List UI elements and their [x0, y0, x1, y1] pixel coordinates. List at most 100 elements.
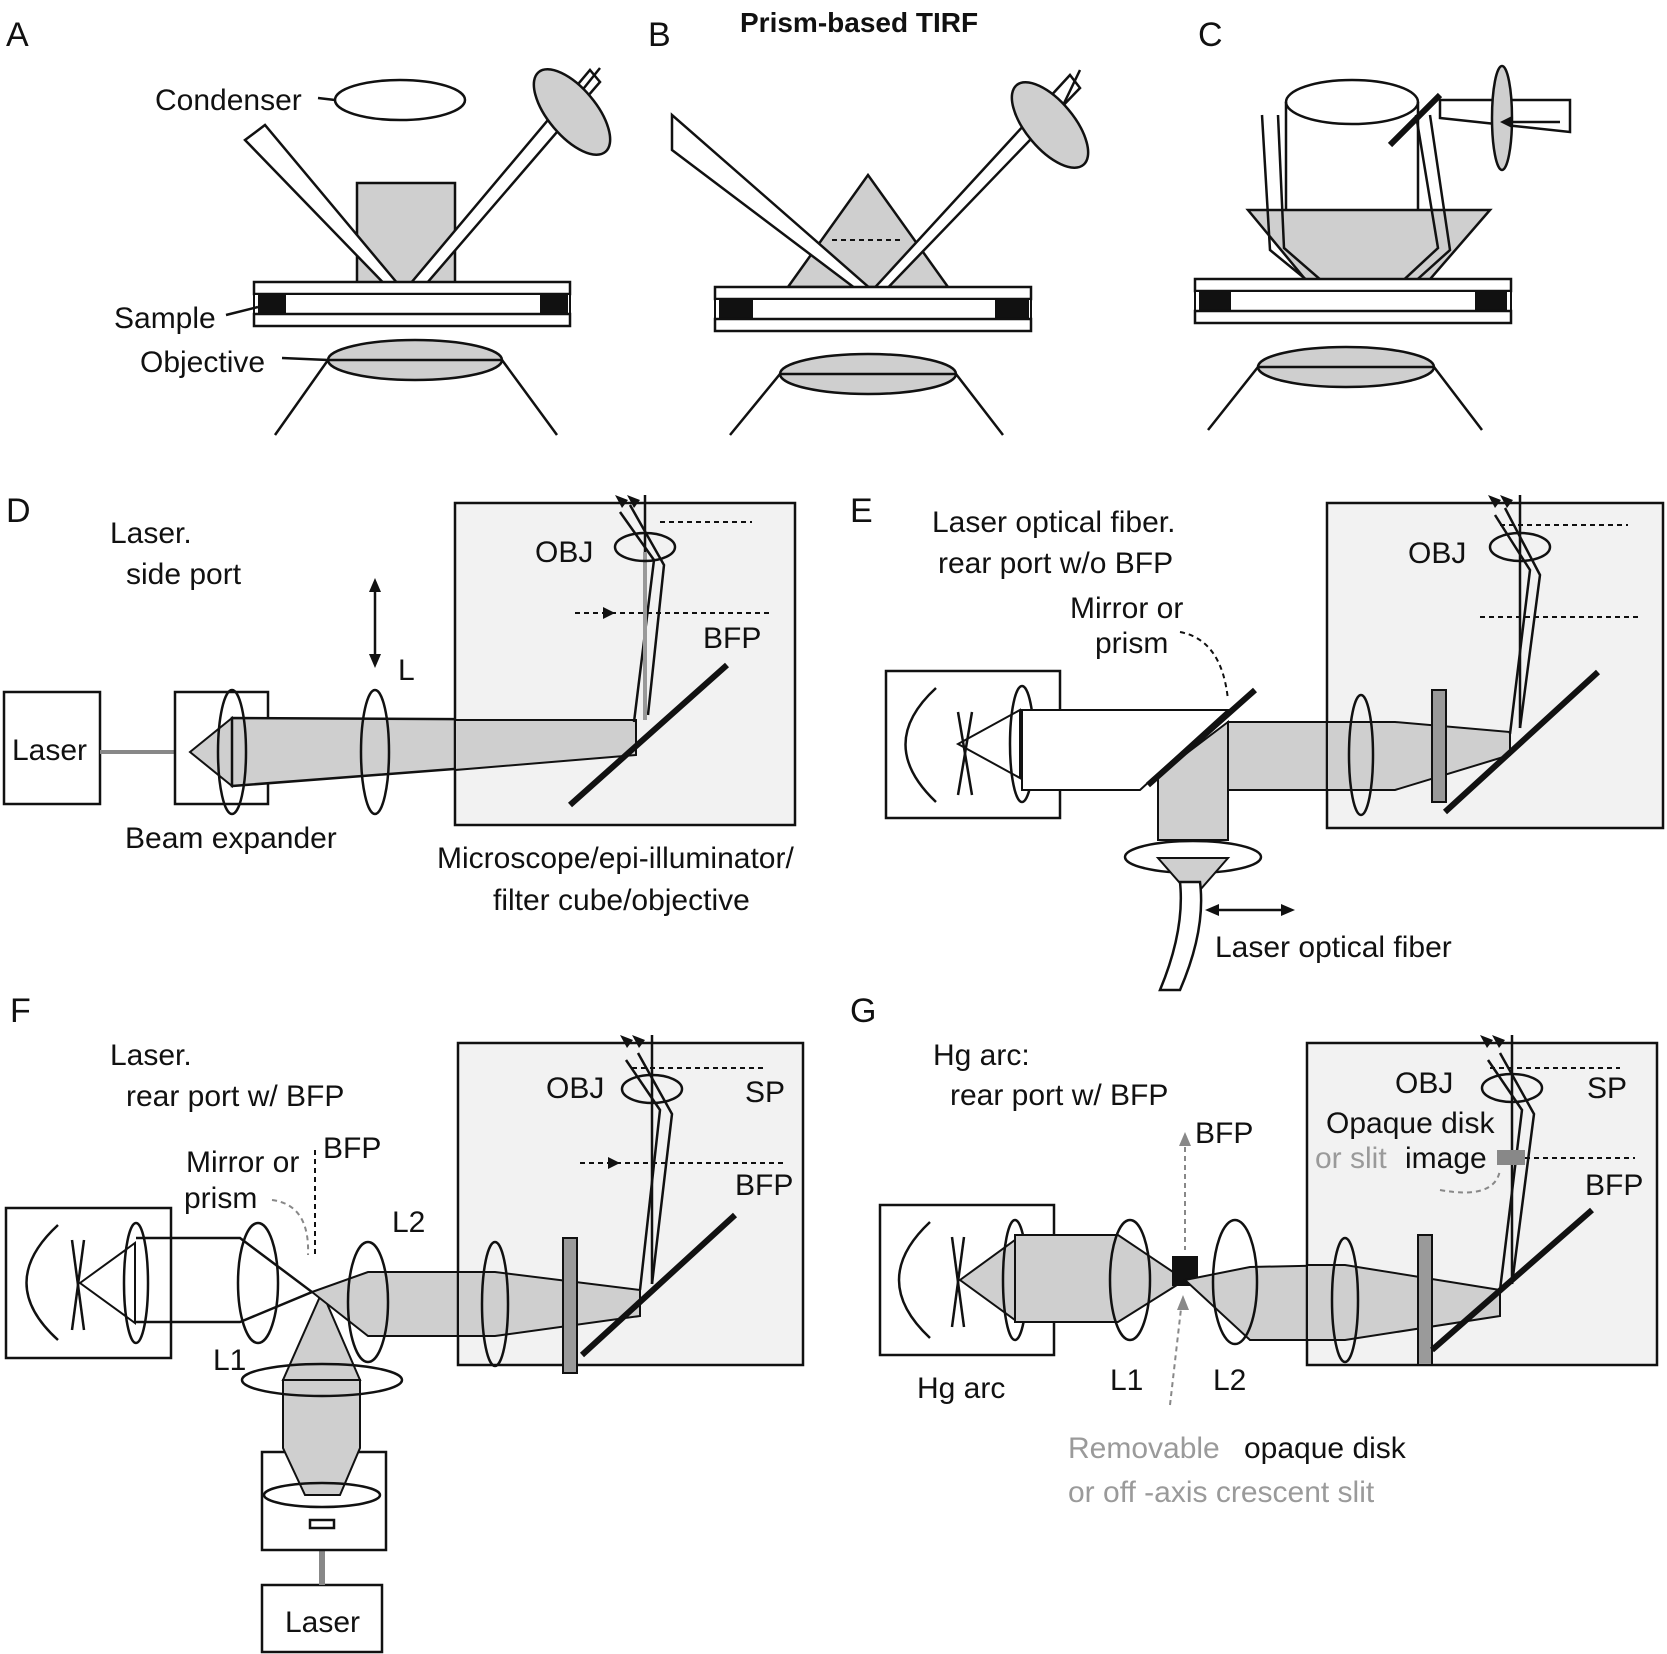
panel-e-source-cone [955, 708, 1021, 780]
panel-a-prism-block [355, 181, 457, 292]
panel-a-sample-label: Sample [114, 302, 216, 335]
panel-e-collimated-beam [1021, 709, 1231, 791]
panel-e-fiber-move-left [1205, 904, 1219, 916]
panel-g-field-lens [1330, 1236, 1360, 1364]
panel-a-condenser-label: Condenser [155, 84, 302, 117]
panel-f-laser-cone [281, 1289, 362, 1381]
panel-e-source-x2 [956, 711, 974, 796]
panel-b-triangle-prism [785, 172, 951, 289]
panel-e-exit-arrow-2 [1500, 495, 1513, 508]
panel-c-arrow-head [1500, 116, 1512, 128]
panel-c-objective-body [1207, 365, 1483, 431]
panel-g-beam-up [1486, 1059, 1524, 1291]
panel-b-spacer-right [995, 300, 1029, 318]
panel-e-heading-line1: Laser optical fiber. [932, 506, 1175, 539]
panel-g-crescent-label: or off -axis crescent slit [1068, 1476, 1375, 1509]
panel-g-lens-l2 [1211, 1218, 1259, 1346]
panel-e-fiber-label: Laser optical fiber [1215, 931, 1452, 964]
panel-f-lens-l2 [346, 1240, 390, 1364]
panel-g-l1-label: L1 [1110, 1364, 1143, 1397]
panel-e-letter: E [850, 492, 873, 530]
panel-a-sample-leader [225, 305, 259, 317]
panel-e-source-reflector [904, 687, 937, 803]
panel-f-bfp-top-label: BFP [323, 1132, 381, 1165]
panel-d-obj-label: OBJ [535, 536, 593, 569]
panel-f-collimator-lens [122, 1221, 150, 1345]
panel-g-opaque-disk-label: opaque disk [1244, 1432, 1407, 1465]
panel-f-l1-label: L1 [213, 1344, 246, 1377]
panel-c-bottom-slide [1193, 309, 1513, 325]
panel-g-obj-label: OBJ [1395, 1067, 1453, 1100]
panel-g-source-x2 [950, 1236, 966, 1328]
panel-f-heading-line2: rear port w/ BFP [126, 1080, 344, 1113]
panel-c-spacer-left [1199, 292, 1231, 310]
panel-d-letter: D [6, 492, 31, 530]
panel-g-filter [1417, 1234, 1433, 1366]
panel-a-spacer-right [540, 295, 568, 313]
panel-g-removable-label: Removable [1068, 1432, 1220, 1465]
panel-d-laser-box [2, 690, 102, 806]
panel-e-mirror-leader [1179, 631, 1229, 701]
panel-a-spacer-left [258, 295, 286, 313]
panel-d-lens-l-label: L [398, 654, 415, 687]
panel-d-microscope-box [453, 501, 797, 827]
panel-b-left-beam [670, 112, 874, 300]
panel-c-sample-chamber [1194, 290, 1512, 312]
panel-e-fiber-branch [1157, 719, 1229, 841]
panel-b-sample-chamber [714, 298, 1032, 320]
panel-a-sample-chamber [253, 293, 571, 315]
panel-d-beam-expander-label: Beam expander [125, 822, 337, 855]
panel-a-condenser-lens [333, 78, 467, 122]
panel-f-beam-in-scope [457, 1271, 641, 1337]
panel-d-bfp-label: BFP [703, 622, 761, 655]
panel-e-fiber [1158, 880, 1203, 992]
panel-d-exit-arrow-2 [627, 495, 640, 508]
panel-g-bfp-top-arrow [1179, 1132, 1191, 1146]
panel-c-condenser-lens [1284, 78, 1420, 126]
panel-f-laser-label: Laser [285, 1606, 360, 1639]
panel-g-collimated-beam [1014, 1234, 1187, 1323]
panel-g-objective [1480, 1072, 1544, 1104]
panel-b-top-slide [713, 285, 1033, 301]
panel-g-bfp-top-label: BFP [1195, 1117, 1253, 1150]
panel-b-spacer-left [719, 300, 753, 318]
panel-e-fiber-cone [1155, 857, 1231, 900]
panel-f-expander-lens [262, 1481, 382, 1509]
panel-e-dichroic-mirror [1442, 669, 1601, 815]
panel-g-letter: G [850, 992, 876, 1030]
panel-b-objective-body [729, 372, 1004, 436]
panel-g-image-leader [1439, 1169, 1501, 1194]
panel-e-obj-label: OBJ [1408, 537, 1466, 570]
panel-a-top-slide [252, 280, 572, 296]
panel-b-letter: B [648, 16, 671, 54]
panel-d-beam-up-2 [628, 504, 666, 716]
panel-e-mirror-line1: Mirror or [1070, 592, 1183, 625]
panel-g-heading-line1: Hg arc: [933, 1039, 1030, 1072]
panel-d-exit-arrow-1 [615, 495, 628, 508]
panel-g-l2-label: L2 [1213, 1364, 1246, 1397]
panel-e-field-lens [1347, 693, 1375, 817]
panel-f-objective [620, 1073, 684, 1105]
panel-e-objective [1488, 531, 1552, 563]
panel-a-objective-leader [281, 356, 329, 362]
panel-g-exit-arrow-2 [1492, 1035, 1505, 1048]
panel-f-heading-line1: Laser. [110, 1039, 192, 1072]
panel-f-dichroic-mirror [579, 1212, 738, 1358]
panel-f-lens-l1 [236, 1221, 280, 1345]
panel-f-sp-label: SP [745, 1076, 785, 1109]
panel-a-objective-label: Objective [140, 346, 265, 379]
panel-e: E Laser optical fiber. rear port w/o BFP… [850, 492, 1665, 992]
panel-g-disk-image [1497, 1150, 1525, 1165]
panel-b-bottom-slide [713, 317, 1033, 333]
panel-g-opaque-disk-title: Opaque disk [1326, 1107, 1495, 1140]
panel-d-objective [613, 531, 677, 563]
panel-f-source-cone [78, 1241, 136, 1325]
panel-d-microscope-line1: Microscope/epi-illuminator/ [437, 842, 794, 875]
panel-g-removable-arrow [1177, 1295, 1189, 1310]
panel-f-field-lens [480, 1240, 510, 1368]
panel-d-lens-adjust-up [369, 578, 381, 592]
panel-c-spacer-right [1475, 292, 1507, 310]
panel-d: D Laser. side port Laser Beam expander L… [2, 492, 797, 917]
panel-f-beam-up-2 [636, 1052, 674, 1285]
